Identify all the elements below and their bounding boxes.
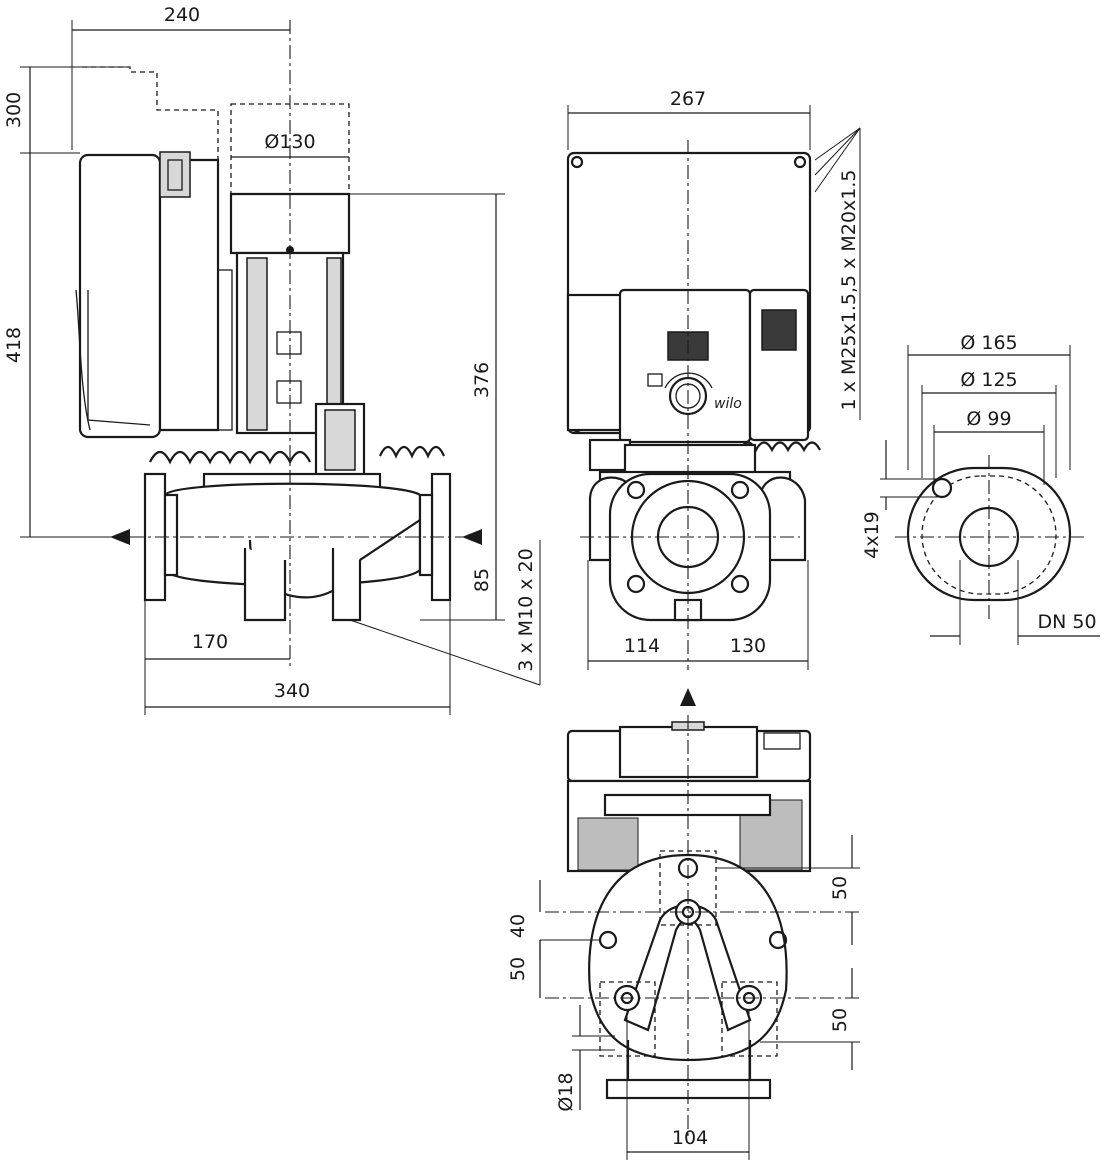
dim-170: 170 (192, 631, 228, 653)
dim-340: 340 (274, 680, 310, 702)
dim-418: 418 (3, 327, 25, 363)
dim-130: 130 (730, 635, 766, 657)
dim-376: 376 (471, 362, 493, 398)
dim-300: 300 (3, 92, 25, 128)
dim-motor-diameter: Ø130 (264, 131, 315, 153)
base-view-dimensions: 50 40 50 50 Ø18 104 (507, 835, 860, 1160)
dim-mounting-holes: 3 x M10 x 20 (515, 548, 537, 671)
flange-detail: Ø 165 Ø 125 Ø 99 4x19 DN 50 (861, 332, 1100, 645)
dim-240: 240 (164, 4, 200, 26)
dim-cable-glands: 1 x M25x1.5,5 x M20x1.5 (838, 170, 860, 411)
brand-label: wilo (714, 396, 742, 412)
dim-base-104: 104 (672, 1127, 708, 1149)
base-view (545, 688, 860, 1140)
arrow-left-icon (462, 529, 482, 545)
dim-dn50: DN 50 (1037, 611, 1096, 633)
dim-base-40: 40 (507, 914, 529, 938)
side-view-dimensions: 240 300 418 Ø130 376 85 3 x M10 x 20 170… (3, 4, 541, 715)
dim-base-hole-dia: Ø18 (555, 1072, 577, 1111)
arrow-left-icon (110, 529, 130, 545)
side-view (75, 20, 470, 670)
front-view-dimensions: 267 1 x M25x1.5,5 x M20x1.5 114 130 (567, 88, 861, 670)
dim-d165: Ø 165 (960, 332, 1017, 354)
dim-4x19: 4x19 (861, 511, 883, 559)
arrow-up-icon (680, 688, 696, 706)
front-view: wilo (566, 140, 821, 670)
dim-114: 114 (624, 635, 660, 657)
dim-base-50-bottom: 50 (829, 1008, 851, 1032)
dim-d99: Ø 99 (966, 408, 1011, 430)
dim-base-50-top: 50 (829, 876, 851, 900)
dim-d125: Ø 125 (960, 369, 1017, 391)
dim-base-50-left: 50 (507, 957, 529, 981)
dim-267: 267 (670, 88, 706, 110)
dim-85: 85 (471, 568, 493, 592)
